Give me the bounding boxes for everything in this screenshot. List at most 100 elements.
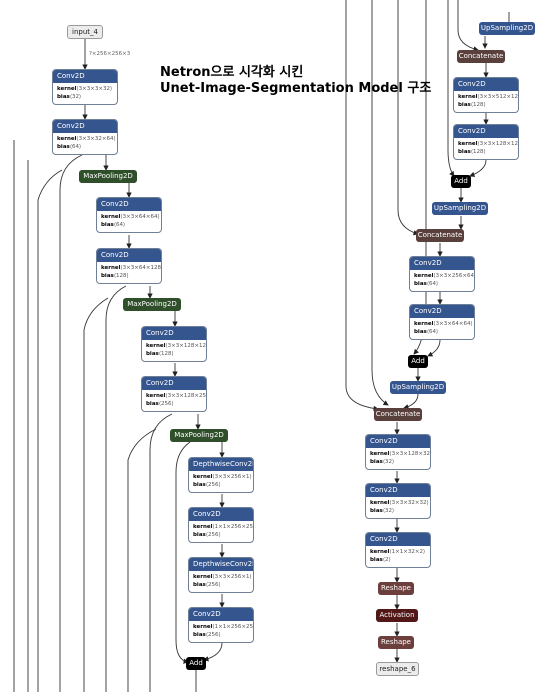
edge (457, 0, 479, 52)
bias-row: bias⟨128⟩ (146, 351, 174, 357)
edge (469, 159, 487, 177)
node-title: Conv2D (410, 305, 474, 318)
output-node[interactable]: reshape_6 (376, 662, 419, 676)
bias-row: bias⟨64⟩ (101, 222, 126, 228)
edge (59, 154, 83, 692)
concat-node[interactable]: Concatenate (416, 229, 464, 242)
kernel-row: kernel⟨3×3×32×64⟩ (57, 136, 116, 142)
kernel-row: kernel⟨3×3×256×64⟩ (414, 273, 475, 279)
edge (397, 0, 419, 236)
conv2d-node[interactable]: Conv2D kernel⟨3×3×128×32⟩ bias⟨32⟩ (365, 434, 431, 470)
kernel-row: kernel⟨3×3×3×32⟩ (57, 86, 113, 92)
bias-row: bias⟨32⟩ (57, 94, 82, 100)
bias-row: bias⟨256⟩ (193, 482, 221, 488)
node-title: Conv2D (142, 327, 206, 340)
conv2d-node[interactable]: Conv2D kernel⟨3×3×32×64⟩ bias⟨64⟩ (52, 119, 118, 155)
title-line-1: Netron으로 시각화 시킨 (160, 65, 304, 80)
edge (175, 441, 191, 664)
concat-node[interactable]: Concatenate (457, 50, 505, 63)
concat-node[interactable]: Concatenate (374, 408, 422, 421)
bias-row: bias⟨128⟩ (101, 273, 129, 279)
node-title: DepthwiseConv2D (189, 458, 253, 471)
reshape-node[interactable]: Reshape (378, 582, 414, 595)
edge (413, 0, 427, 355)
conv2d-node[interactable]: Conv2D kernel⟨1×1×32×2⟩ bias⟨2⟩ (365, 532, 431, 568)
conv2d-node[interactable]: Conv2D kernel⟨3×3×512×128⟩ bias⟨128⟩ (453, 77, 519, 113)
bias-row: bias⟨64⟩ (414, 281, 439, 287)
node-title: Conv2D (366, 484, 430, 497)
kernel-row: kernel⟨3×3×64×128⟩ (101, 265, 162, 271)
bias-row: bias⟨128⟩ (458, 102, 486, 108)
conv2d-node[interactable]: Conv2D kernel⟨3×3×64×64⟩ bias⟨64⟩ (96, 197, 162, 233)
bias-row: bias⟨2⟩ (370, 557, 391, 563)
edge (127, 428, 157, 692)
conv2d-node[interactable]: Conv2D kernel⟨1×1×256×256⟩ bias⟨256⟩ (188, 507, 254, 543)
bias-row: bias⟨32⟩ (370, 459, 395, 465)
edge (203, 642, 223, 662)
node-title: Conv2D (454, 125, 518, 138)
node-title: Conv2D (97, 198, 161, 211)
edge (403, 393, 419, 410)
edge (149, 413, 173, 692)
add-node[interactable]: Add (408, 355, 428, 368)
kernel-row: kernel⟨3×3×128×32⟩ (370, 451, 431, 457)
upsample-node[interactable]: UpSampling2D (432, 202, 488, 215)
conv2d-node[interactable]: Conv2D kernel⟨3×3×64×128⟩ bias⟨128⟩ (96, 248, 162, 284)
edge (83, 297, 109, 692)
edge (345, 0, 379, 412)
node-title: DepthwiseConv2D (189, 558, 253, 571)
conv2d-node[interactable]: Conv2D kernel⟨3×3×3×32⟩ bias⟨32⟩ (52, 69, 118, 105)
bias-row: bias⟨32⟩ (370, 508, 395, 514)
kernel-row: kernel⟨3×3×64×64⟩ (414, 321, 473, 327)
upsample-node[interactable]: UpSampling2D (390, 381, 446, 394)
node-title: Conv2D (454, 78, 518, 91)
upsample-node[interactable]: UpSampling2D (479, 22, 535, 35)
pool-node[interactable]: MaxPooling2D (170, 429, 228, 442)
kernel-row: kernel⟨3×3×128×128⟩ (458, 141, 519, 147)
conv2d-node[interactable]: Conv2D kernel⟨3×3×128×128⟩ bias⟨128⟩ (141, 326, 207, 362)
edge (447, 0, 455, 177)
conv2d-node[interactable]: Conv2D kernel⟨3×3×64×64⟩ bias⟨64⟩ (409, 304, 475, 340)
add-node[interactable]: Add (186, 657, 206, 670)
kernel-row: kernel⟨1×1×256×256⟩ (193, 524, 254, 530)
node-title: Conv2D (53, 70, 117, 83)
node-title: Conv2D (189, 508, 253, 521)
bias-row: bias⟨256⟩ (193, 532, 221, 538)
kernel-row: kernel⟨3×3×512×128⟩ (458, 94, 519, 100)
activation-node[interactable]: Activation (376, 609, 418, 622)
kernel-row: kernel⟨3×3×32×32⟩ (370, 500, 429, 506)
bias-row: bias⟨64⟩ (57, 144, 82, 150)
pool-node[interactable]: MaxPooling2D (79, 170, 137, 183)
edge (37, 169, 63, 692)
depthwise-conv2d-node[interactable]: DepthwiseConv2D kernel⟨3×3×256×1⟩ bias⟨256… (188, 557, 254, 593)
conv2d-node[interactable]: Conv2D kernel⟨3×3×32×32⟩ bias⟨32⟩ (365, 483, 431, 519)
title-line-2: Unet-Image-Segmentation Model 구조 (160, 81, 432, 96)
kernel-row: kernel⟨3×3×128×256⟩ (146, 393, 207, 399)
kernel-row: kernel⟨3×3×128×128⟩ (146, 343, 207, 349)
edge (371, 0, 389, 406)
reshape-node[interactable]: Reshape (378, 636, 414, 649)
node-title: Conv2D (53, 120, 117, 133)
node-title: Conv2D (366, 435, 430, 448)
kernel-row: kernel⟨3×3×64×64⟩ (101, 214, 160, 220)
node-title: Conv2D (97, 249, 161, 262)
kernel-row: kernel⟨1×1×256×256⟩ (193, 624, 254, 630)
add-node[interactable]: Add (451, 175, 471, 188)
node-title: Conv2D (366, 533, 430, 546)
node-title: Conv2D (189, 608, 253, 621)
bias-row: bias⟨64⟩ (414, 329, 439, 335)
pool-node[interactable]: MaxPooling2D (123, 298, 181, 311)
kernel-row: kernel⟨1×1×32×2⟩ (370, 549, 426, 555)
bias-row: bias⟨256⟩ (193, 582, 221, 588)
input-shape-label: ?×256×256×3 (89, 51, 131, 57)
kernel-row: kernel⟨3×3×256×1⟩ (193, 574, 252, 580)
edge (105, 285, 127, 692)
input-node[interactable]: input_4 (67, 25, 103, 39)
bias-row: bias⟨256⟩ (146, 401, 174, 407)
